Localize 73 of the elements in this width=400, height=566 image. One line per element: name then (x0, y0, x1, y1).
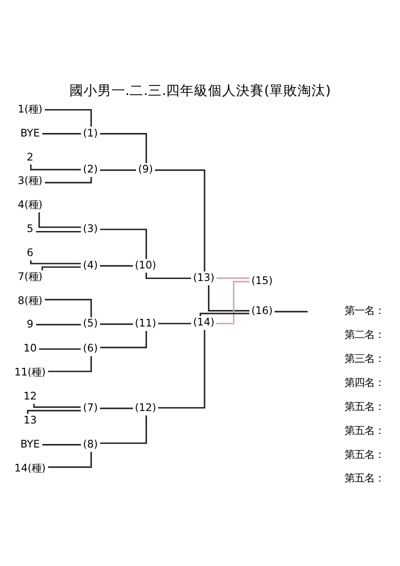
node-text: 13 (23, 414, 37, 426)
connector (100, 169, 136, 171)
node-text: (8) (83, 438, 98, 450)
connector (100, 323, 133, 325)
connector (36, 230, 81, 232)
node-text: 1(種) (18, 103, 42, 116)
connector (274, 310, 308, 312)
connector (100, 133, 148, 164)
node-text: BYE (20, 438, 40, 450)
node-text: (10) (134, 259, 156, 272)
node-text: (11) (134, 318, 156, 330)
node-text: (16) (251, 305, 273, 318)
connector (100, 228, 148, 259)
node-text: 6 (26, 246, 34, 259)
node-text: (14) (193, 316, 214, 329)
node-text: 7(種) (18, 270, 42, 283)
connector (42, 266, 81, 270)
node-text: (2) (83, 164, 98, 176)
connector (146, 272, 192, 280)
label: 第四名： (344, 376, 385, 389)
label: 第五名： (344, 400, 385, 413)
node-text: (9) (138, 164, 153, 176)
connector (38, 212, 81, 228)
connector (216, 280, 250, 324)
node-text: (1) (83, 127, 98, 140)
connector (158, 322, 192, 324)
node-text: 10 (23, 342, 37, 355)
connector (48, 452, 92, 468)
node-text: (13) (193, 272, 214, 284)
connector (44, 298, 92, 318)
connector (44, 109, 92, 127)
connector (30, 260, 81, 264)
node-text: (6) (83, 342, 98, 355)
node-text: (15) (251, 275, 273, 288)
node-text: 9 (26, 318, 34, 331)
node-text: BYE (20, 127, 40, 140)
connector (44, 176, 92, 184)
connector (216, 277, 250, 279)
connector (100, 415, 148, 444)
label: 第五名： (344, 472, 385, 485)
node-text: (7) (83, 402, 98, 414)
connector (155, 169, 206, 272)
connector (48, 356, 92, 372)
connector (36, 324, 81, 326)
node-text: (12) (134, 402, 156, 414)
connector (100, 408, 133, 410)
node-text: 11(種) (14, 366, 46, 379)
diagram-title: 國小男一.二.三.四年級個人決賽(單敗淘汰) (69, 83, 331, 100)
label: 第一名： (344, 305, 385, 318)
node-text: (5) (83, 318, 98, 330)
label: 第五名： (344, 424, 385, 437)
node-text: 2 (26, 151, 34, 164)
node-text: 3(種) (18, 175, 42, 188)
node-text: 14(種) (14, 462, 46, 474)
node-text: (3) (83, 223, 98, 236)
connector (42, 133, 81, 134)
node-text: (4) (83, 259, 98, 272)
connector (200, 312, 250, 316)
connector (158, 330, 206, 409)
connector (33, 404, 81, 408)
label: 第五名： (344, 448, 385, 461)
connector (38, 348, 81, 350)
node-text: 8(種) (18, 294, 42, 307)
connector (42, 444, 81, 446)
connector (26, 410, 81, 414)
connector (100, 265, 133, 267)
connector (100, 330, 148, 348)
node-text: 12 (23, 390, 37, 403)
label: 第三名： (344, 353, 385, 366)
label: 第二名： (344, 329, 385, 342)
connector (208, 285, 250, 312)
node-text: 4(種) (18, 199, 42, 212)
node-text: 5 (26, 223, 34, 236)
